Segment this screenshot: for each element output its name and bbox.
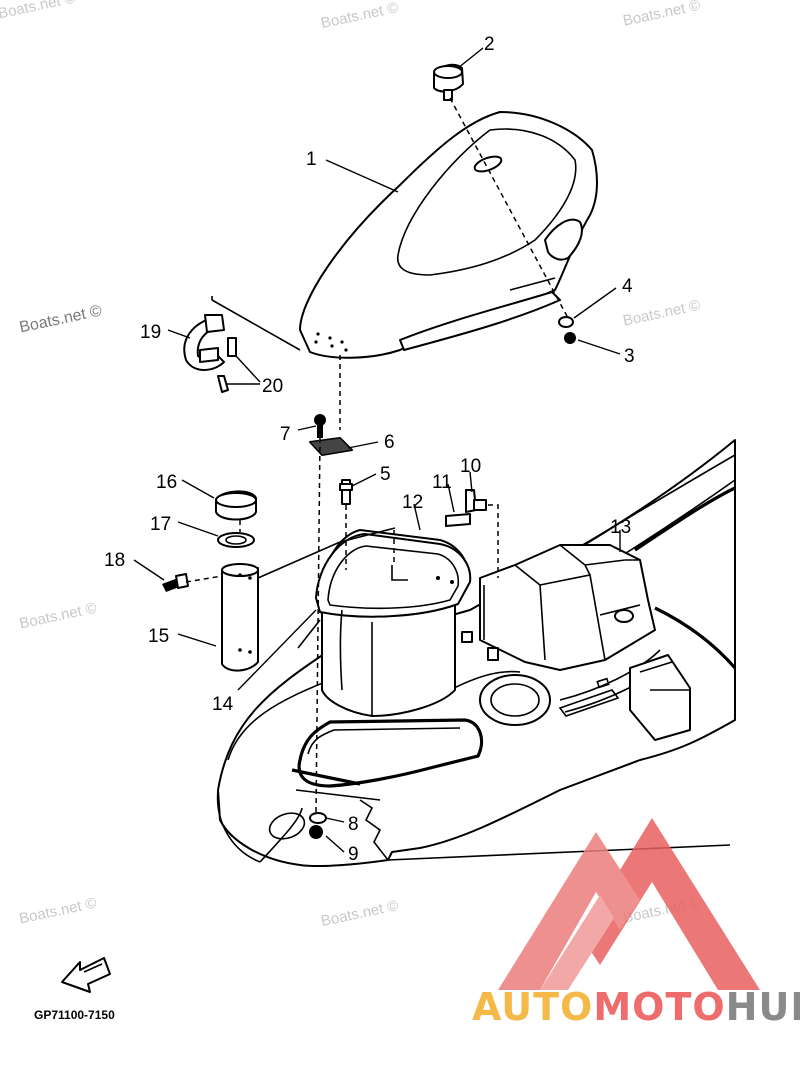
callout-11: 11 — [432, 472, 452, 493]
part-16-cap — [215, 490, 257, 521]
callout-8: 8 — [348, 814, 359, 835]
brand-text: AUTOMOTOHUB — [472, 985, 800, 1029]
part-13-console — [479, 544, 656, 671]
watermark-text: Boats.net © — [319, 0, 399, 32]
callout-9: 9 — [348, 844, 359, 865]
watermark-text: Boats.net © — [18, 302, 104, 336]
automotohub-logo: AUTOMOTOHUB — [472, 818, 800, 1029]
part-code: GP71100-7150 — [34, 1008, 115, 1022]
callout-labels: 1 2 3 4 5 6 7 8 9 10 11 12 13 14 15 16 1… — [104, 34, 635, 865]
part-10-11-latch — [445, 489, 487, 527]
callout-2: 2 — [484, 34, 495, 55]
watermark-text: Boats.net © — [18, 895, 98, 928]
callout-7: 7 — [280, 424, 291, 445]
brand-part-auto: AUTO — [472, 985, 593, 1029]
watermark-text: Boats.net © — [18, 599, 98, 632]
callout-12: 12 — [402, 492, 423, 513]
brand-part-hub: HUB — [726, 985, 800, 1029]
assembly-lines — [185, 97, 569, 813]
callout-20: 20 — [262, 376, 283, 397]
callout-5: 5 — [380, 464, 391, 485]
callout-13: 13 — [610, 517, 631, 538]
watermark-text: Boats.net © — [621, 297, 701, 330]
callout-6: 6 — [384, 432, 395, 453]
part-17-ring — [217, 532, 255, 548]
callout-14: 14 — [212, 694, 234, 715]
logo-triangle-icon — [498, 818, 760, 990]
callout-18: 18 — [104, 550, 125, 571]
part-1-front-hood — [299, 111, 598, 359]
callout-3: 3 — [624, 346, 635, 367]
callout-15: 15 — [148, 626, 169, 647]
callout-4: 4 — [622, 276, 633, 297]
callout-17: 17 — [150, 514, 171, 535]
part-5-6-7-bracket — [308, 414, 354, 505]
part-15-tube — [221, 563, 259, 672]
callout-19: 19 — [140, 322, 161, 343]
watermark-text: Boats.net © — [621, 0, 701, 30]
watermark-text: Boats.net © — [319, 897, 399, 930]
callout-1: 1 — [306, 149, 317, 170]
front-direction-arrow — [61, 957, 111, 993]
part-18-screw — [162, 573, 189, 592]
leader-lines — [133, 47, 621, 853]
part-3-4-nut-washer — [558, 316, 576, 344]
brand-part-moto: MOTO — [593, 985, 725, 1029]
watermark-text: Boats.net © — [0, 0, 77, 22]
part-19-20-clip — [183, 314, 237, 393]
part-2-cap — [433, 63, 464, 101]
part-12-storage-bin — [315, 529, 499, 717]
callout-10: 10 — [460, 456, 481, 477]
part-8-9-nut-washer — [309, 812, 327, 839]
callout-16: 16 — [156, 472, 177, 493]
